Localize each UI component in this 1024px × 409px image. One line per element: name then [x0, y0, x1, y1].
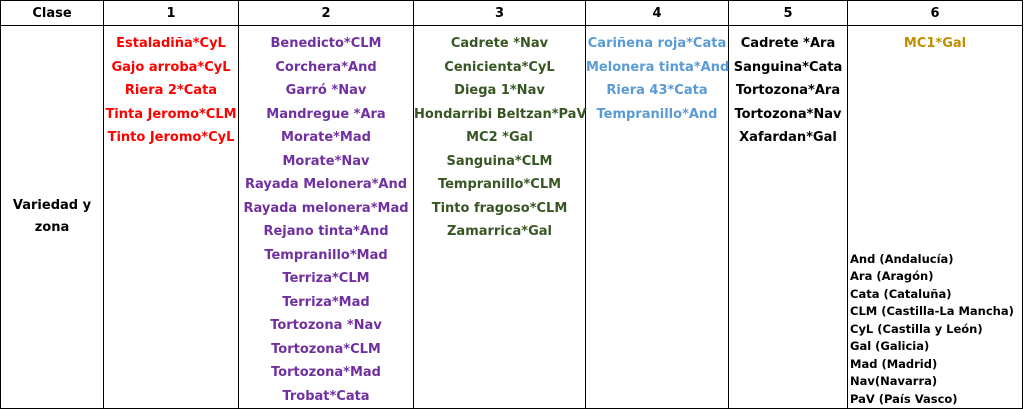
variety-item: Garró *Nav — [285, 83, 367, 98]
legend-item: PaV (País Vasco) — [850, 391, 958, 406]
variety-item: Tinto Jeromo*CyL — [107, 130, 235, 145]
variety-item: Tortozona*Ara — [735, 83, 841, 98]
row-label: Variedad y zona — [0, 25, 104, 409]
variety-item: Tinto fragoso*CLM — [431, 200, 568, 216]
variety-item: Cariñena roja*Cata — [587, 36, 727, 51]
variety-item: Tempranillo*And — [596, 106, 718, 122]
variety-item: Riera 43*Cata — [606, 83, 708, 98]
data-row: Variedad y zona Estaladiña*CyL Gajo arrob… — [0, 25, 1023, 409]
variety-item: Gajo arroba*CyL — [111, 59, 231, 75]
variety-item: Tortozona *Nav — [270, 318, 382, 333]
legend-item: Mad (Madrid) — [850, 356, 938, 371]
header-col-2: 2 — [238, 0, 414, 26]
variety-item: Tinta Jeromo*CLM — [105, 106, 237, 122]
variety-item: Tortozona*Mad — [271, 365, 381, 380]
variety-item: Rayada melonera*Mad — [243, 200, 409, 216]
variety-item: Xafardan*Gal — [739, 130, 837, 145]
variety-item: Hondarribi Beltzan*PaV — [414, 106, 587, 122]
legend-item: Gal (Galicia) — [850, 339, 930, 353]
legend-item: Ara (Aragón) — [850, 269, 934, 283]
header-col-3: 3 — [413, 0, 586, 26]
variety-item: Zamarrica*Gal — [447, 224, 552, 239]
variety-item: MC2 *Gal — [466, 130, 533, 145]
header-col-4: 4 — [585, 0, 729, 26]
variety-item: Morate*Nav — [282, 153, 370, 169]
variety-item: Trobat*Cata — [282, 388, 370, 404]
header-col-1: 1 — [103, 0, 239, 26]
variety-item: Cenicienta*CyL — [444, 59, 555, 75]
variety-item: Tortozona*CLM — [271, 341, 381, 357]
variety-item: Riera 2*Cata — [124, 83, 218, 98]
header-row: Clase 1 2 3 4 5 6 — [0, 0, 1023, 26]
legend-item: Cata (Cataluña) — [850, 286, 952, 301]
variety-item: Mandregue *Ara — [266, 106, 386, 122]
row-label-line2: zona — [34, 220, 70, 235]
variety-item: Tempranillo*CLM — [437, 177, 562, 192]
variety-item: Estaladiña*CyL — [116, 36, 226, 51]
variety-item: Morate*Mad — [281, 130, 371, 145]
variety-item: Terriza*CLM — [282, 271, 370, 286]
legend-item: CLM (Castilla-La Mancha) — [850, 304, 1014, 318]
row-label-line1: Variedad y — [12, 198, 92, 213]
legend-item: And (Andalucía) — [850, 251, 954, 266]
variety-item: Benedicto*CLM — [270, 36, 382, 51]
region-legend: And (Andalucía) Ara (Aragón) Cata (Cataluñ… — [850, 245, 1014, 409]
variety-item: Cadrete *Nav — [450, 36, 549, 51]
legend-item: CyL (Castilla y León) — [850, 321, 983, 336]
variety-item: Cadrete *Ara — [740, 36, 836, 51]
variety-item: Sanguina*Cata — [733, 59, 843, 75]
variety-item: Corchera*And — [275, 59, 377, 75]
variety-item: Rayada Melonera*And — [244, 177, 408, 192]
legend-item: Nav(Navarra) — [850, 374, 938, 388]
header-clase: Clase — [0, 0, 104, 26]
variety-item: Sanguina*CLM — [446, 153, 553, 169]
variety-item: MC1*Gal — [903, 36, 967, 51]
variety-item: Tortozona*Nav — [734, 106, 842, 122]
class-6-cell: MC1*Gal And (Andalucía) Ara (Aragón) Cata … — [847, 25, 1023, 409]
class-1-cell: Estaladiña*CyL Gajo arroba*CyL Riera 2*Cat… — [103, 25, 239, 409]
variety-item: Melonera tinta*And — [586, 59, 730, 75]
header-col-5: 5 — [728, 0, 848, 26]
header-col-6: 6 — [847, 0, 1023, 26]
variety-item: Tempranillo*Mad — [264, 247, 388, 263]
variety-item: Rejano tinta*And — [263, 224, 389, 239]
variety-item: Terriza*Mad — [282, 294, 370, 310]
variety-item: Diega 1*Nav — [454, 83, 545, 98]
